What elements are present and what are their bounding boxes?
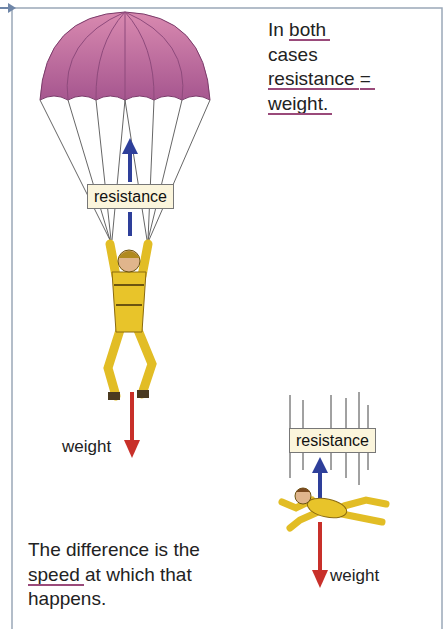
underline [28,584,84,586]
weight-arrow [124,392,140,458]
pointer-arrow [0,3,16,13]
underline [289,39,330,41]
speed-lines [290,392,368,485]
skydiver [282,488,386,528]
underline [268,88,359,90]
parachutist [108,244,152,400]
resistance-arrow [312,457,328,498]
underline [268,113,332,115]
underline [360,88,375,90]
label-box: resistance [289,428,376,453]
label-box: resistance [87,184,174,209]
frame [12,8,442,629]
box-text: resistance [296,432,369,449]
parachute [40,12,210,240]
note-text: In both cases resistance = weight. [268,18,373,117]
force-label: weight [62,436,111,458]
note-text: The difference is the speed at which tha… [28,538,243,612]
box-text: resistance [94,188,167,205]
force-label: weight [330,565,379,587]
weight-arrow [312,522,328,588]
